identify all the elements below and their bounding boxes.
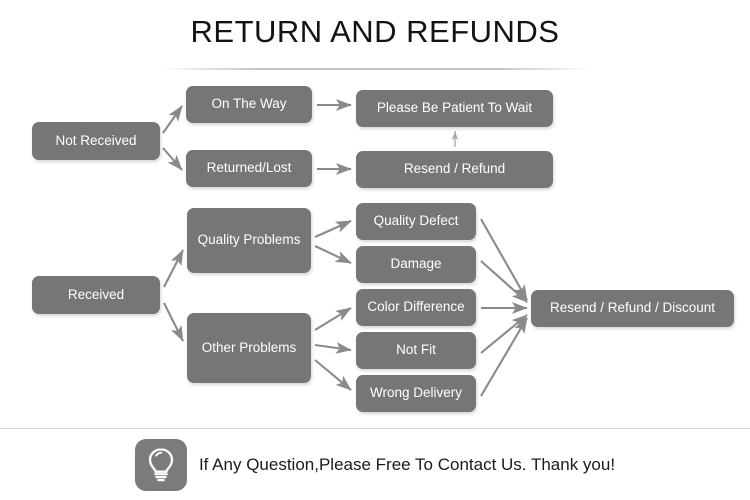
node-other-problems[interactable]: Other Problems bbox=[187, 313, 311, 383]
node-label: Quality Defect bbox=[373, 213, 459, 229]
edge-not-fit-final bbox=[480, 314, 528, 354]
node-label: Color Difference bbox=[367, 299, 465, 315]
node-color-difference[interactable]: Color Difference bbox=[356, 289, 476, 326]
node-resend-refund-discount[interactable]: Resend / Refund / Discount bbox=[531, 290, 734, 327]
node-label: On The Way bbox=[211, 96, 287, 112]
returns-flowchart: Not Received On The Way Returned/Lost Pl… bbox=[32, 86, 734, 412]
node-received[interactable]: Received bbox=[32, 276, 160, 314]
node-label: Not Fit bbox=[396, 342, 436, 358]
flowchart-arrow-layer bbox=[162, 99, 528, 397]
node-label: Received bbox=[67, 286, 125, 302]
node-label: Returned/Lost bbox=[206, 160, 292, 176]
edge-quality-problems-quality-defect bbox=[314, 220, 352, 238]
node-label: Quality Problems bbox=[197, 232, 301, 248]
footer-contact-bar: If Any Question,Please Free To Contact U… bbox=[0, 429, 750, 500]
node-label: Resend / Refund bbox=[403, 161, 506, 177]
node-label: Resend / Refund / Discount bbox=[549, 300, 716, 316]
node-please-be-patient-to-wait[interactable]: Please Be Patient To Wait bbox=[356, 90, 553, 127]
footer-contact-text: If Any Question,Please Free To Contact U… bbox=[198, 454, 616, 474]
node-label: Other Problems bbox=[201, 339, 297, 355]
node-wrong-delivery[interactable]: Wrong Delivery bbox=[356, 375, 476, 412]
node-label: Damage bbox=[390, 256, 442, 272]
title-divider bbox=[160, 68, 590, 70]
node-quality-problems[interactable]: Quality Problems bbox=[187, 208, 311, 273]
edge-received-quality-problems bbox=[163, 249, 184, 288]
node-damage[interactable]: Damage bbox=[356, 246, 476, 283]
footer-divider bbox=[0, 428, 750, 429]
node-quality-defect[interactable]: Quality Defect bbox=[356, 203, 476, 240]
edge-other-problems-color-difference bbox=[314, 307, 352, 331]
edge-received-other-problems bbox=[163, 302, 184, 342]
node-returned-lost[interactable]: Returned/Lost bbox=[186, 150, 312, 187]
node-label: Wrong Delivery bbox=[369, 385, 463, 401]
page-title: RETURN AND REFUNDS bbox=[190, 14, 560, 49]
node-resend-refund[interactable]: Resend / Refund bbox=[356, 151, 553, 188]
node-on-the-way[interactable]: On The Way bbox=[186, 86, 312, 123]
node-label: Please Be Patient To Wait bbox=[376, 100, 533, 116]
node-not-received[interactable]: Not Received bbox=[32, 122, 160, 160]
edge-other-problems-wrong-delivery bbox=[314, 359, 352, 391]
edge-wrong-delivery-final bbox=[480, 317, 528, 397]
lightbulb-icon bbox=[134, 438, 187, 491]
edge-quality-problems-damage bbox=[314, 245, 352, 264]
edge-damage-final bbox=[480, 260, 528, 303]
node-not-fit[interactable]: Not Fit bbox=[356, 332, 476, 369]
edge-quality-defect-final bbox=[480, 218, 528, 301]
node-label: Not Received bbox=[55, 132, 137, 148]
edge-not-received-on-the-way bbox=[162, 105, 183, 134]
edge-not-received-returned-lost bbox=[162, 147, 183, 171]
edge-other-problems-not-fit bbox=[314, 342, 352, 354]
